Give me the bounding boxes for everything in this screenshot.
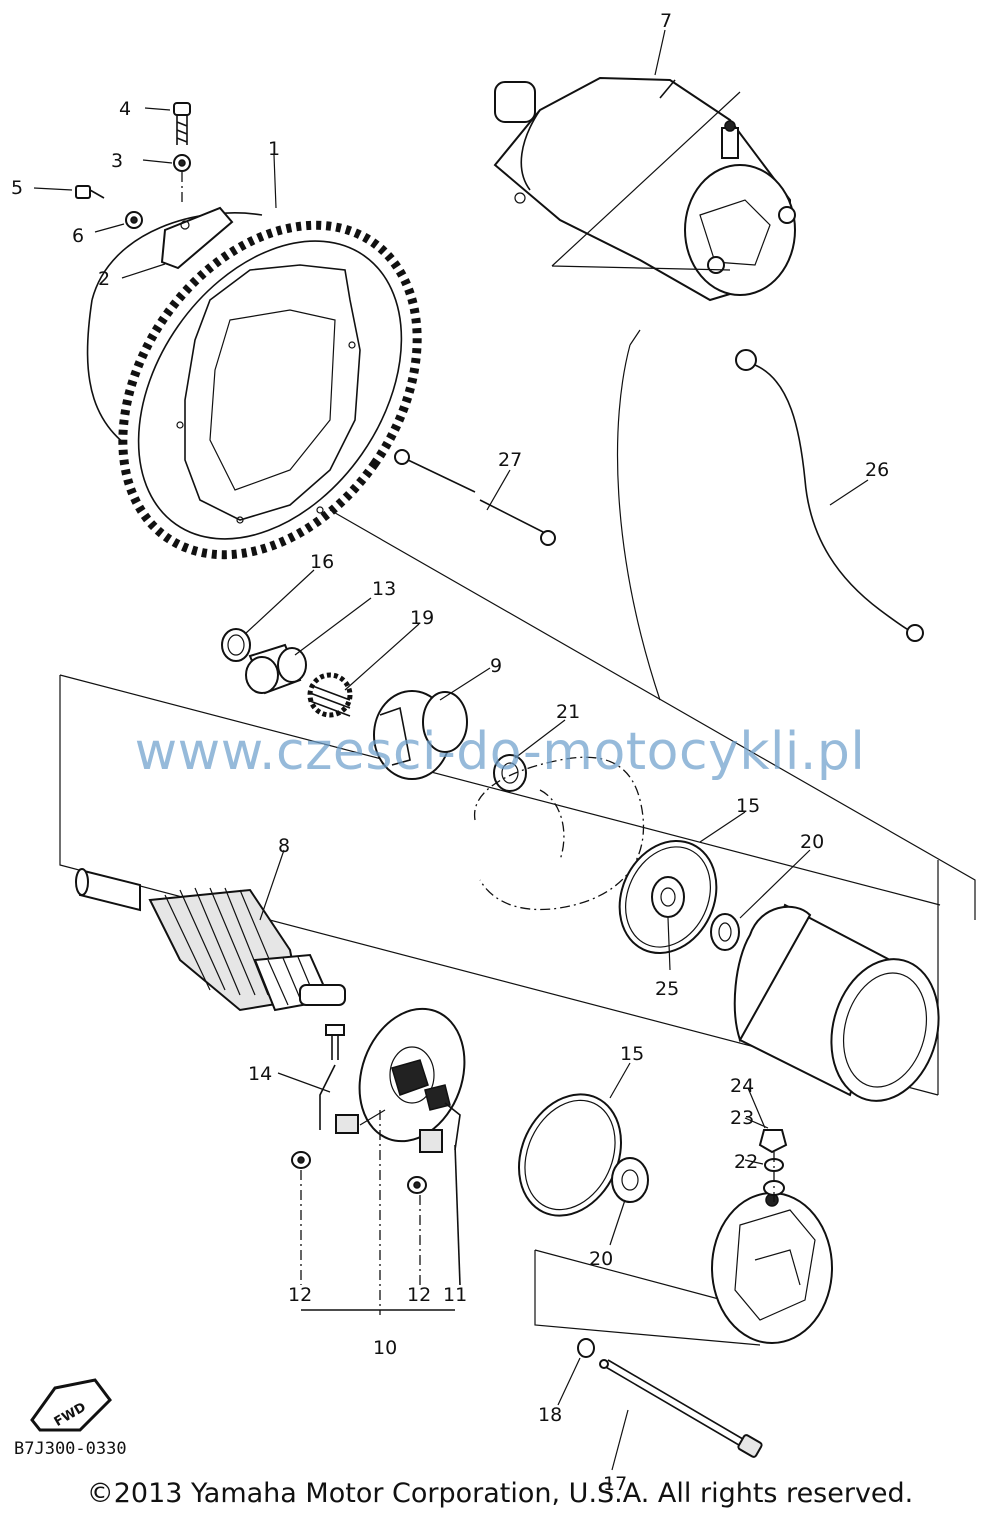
callout-25: 25: [655, 978, 679, 1000]
brush-holder-plate: [358, 1007, 466, 1153]
callout-9: 9: [490, 655, 502, 677]
callout-7: 7: [660, 10, 672, 32]
callout-12-right: 12: [407, 1284, 431, 1306]
copyright-notice: ©2013 Yamaha Motor Corporation, U.S.A. A…: [86, 1478, 914, 1509]
callout-15-bottom: 15: [620, 1043, 644, 1065]
callout-14: 14: [248, 1063, 272, 1085]
callout-20-bottom: 20: [589, 1248, 613, 1270]
assembly-bracket-lines: [551, 91, 741, 701]
nuts-12: [291, 1110, 461, 1315]
callout-20-top: 20: [800, 831, 824, 853]
fwd-arrow-badge: FWD: [30, 1378, 112, 1432]
yoke-assembly: [733, 903, 940, 1102]
callout-17: 17: [603, 1473, 627, 1495]
rear-cover: [711, 1129, 833, 1344]
callout-22: 22: [734, 1151, 758, 1173]
callout-16: 16: [310, 551, 334, 573]
callout-5: 5: [11, 177, 23, 199]
watermark-url: www.czesci-do-motocykli.pl: [134, 722, 866, 782]
starter-motor-assembly: [493, 76, 796, 302]
o-ring-washer: [618, 839, 740, 955]
callout-1: 1: [268, 138, 280, 160]
callout-12-left: 12: [288, 1284, 312, 1306]
callout-27: 27: [498, 449, 522, 471]
starter-clutch-ring-gear: [86, 212, 422, 560]
callout-leaders: [33, 29, 869, 1471]
brush: [319, 1024, 386, 1134]
callout-10: 10: [373, 1337, 397, 1359]
callout-8: 8: [278, 835, 290, 857]
callout-6: 6: [72, 225, 84, 247]
callout-4: 4: [119, 98, 131, 120]
callout-11: 11: [443, 1284, 467, 1306]
callout-26: 26: [865, 459, 889, 481]
callout-18: 18: [538, 1404, 562, 1426]
bracket-fasteners: [75, 102, 234, 270]
callout-21: 21: [556, 701, 580, 723]
callout-15-top: 15: [736, 795, 760, 817]
callout-2: 2: [98, 268, 110, 290]
part-number-labels: 1 2 3 4 5 6 7 8 9 10 11 12 12 13 14 15 1…: [11, 10, 889, 1495]
callout-19: 19: [410, 607, 434, 629]
front-housing-outline: [474, 756, 645, 911]
bearing-spring-clutch-parts: [221, 628, 527, 792]
callout-23: 23: [730, 1107, 754, 1129]
diagram-code: B7J300-0330: [14, 1439, 127, 1459]
wire-lead: [394, 449, 556, 546]
o-ring-lower: [517, 1093, 649, 1217]
callout-24: 24: [730, 1075, 754, 1097]
lead-wire: [735, 349, 924, 642]
long-bolts: [577, 1338, 763, 1458]
armature: [75, 868, 346, 1012]
callout-13: 13: [372, 578, 396, 600]
callout-3: 3: [111, 150, 123, 172]
